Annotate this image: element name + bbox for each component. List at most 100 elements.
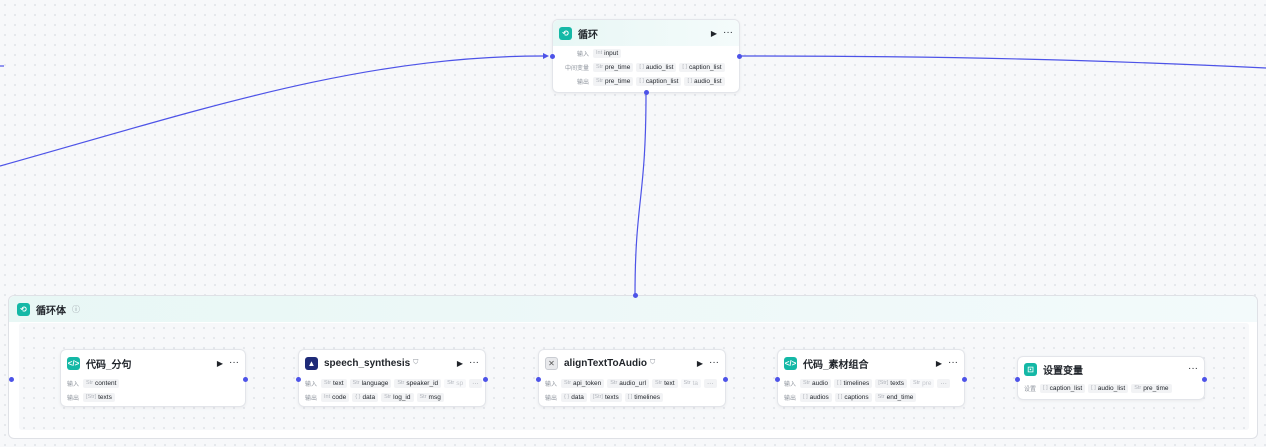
loop-body-header: ⟲ 循环体 ⓘ xyxy=(9,296,1257,322)
inputs-label: 输入 xyxy=(545,381,558,388)
node-title: alignTextToAudio xyxy=(564,357,647,369)
verified-badge-icon: ⛉ xyxy=(413,359,419,366)
output-tag: [ ]audios xyxy=(800,392,832,402)
input-tag: [Str]texts xyxy=(875,378,908,388)
inputs-label: 输入 xyxy=(784,381,797,388)
output-tag: [ ]captions xyxy=(834,392,872,402)
inputs-label: 输入 xyxy=(67,381,80,388)
run-button[interactable]: ▶ xyxy=(710,28,717,38)
edge-start-to-loop xyxy=(0,55,544,167)
output-tag: [Str]texts xyxy=(83,392,115,402)
node-title: 代码_素材组合 xyxy=(803,359,869,371)
loop-icon: ⟲ xyxy=(559,26,572,40)
more-options-icon[interactable]: ··· xyxy=(1188,363,1198,374)
loop-body-title: 循环体 xyxy=(36,305,66,317)
info-circle-icon[interactable]: ⓘ xyxy=(72,304,80,314)
inputs-label: 输入 xyxy=(576,51,589,58)
output-port[interactable] xyxy=(737,54,742,59)
set-tag: [ ]caption_list xyxy=(1040,383,1086,393)
verified-badge-icon: ⛉ xyxy=(649,359,656,366)
output-tag: { }data xyxy=(561,392,587,402)
edge-loop-to-body xyxy=(634,92,647,297)
output-port[interactable] xyxy=(723,377,728,382)
align-plugin-icon: ✕ xyxy=(545,356,558,370)
more-options-icon[interactable]: ··· xyxy=(948,357,958,368)
loop-icon: ⟲ xyxy=(17,302,30,316)
input-port[interactable] xyxy=(536,377,541,382)
input-port[interactable] xyxy=(1015,377,1020,382)
more-inputs-icon[interactable]: ··· xyxy=(704,378,717,388)
input-tag: [ ]timelines xyxy=(833,378,873,388)
input-port[interactable] xyxy=(296,377,301,382)
node-title: 设置变量 xyxy=(1043,365,1083,377)
var-tag: [ ]audio_list xyxy=(636,62,677,72)
loop-body-start-port[interactable] xyxy=(9,377,14,382)
more-options-icon[interactable]: ··· xyxy=(709,357,719,368)
loop-body-top-port[interactable] xyxy=(633,293,638,298)
outputs-label: 输出 xyxy=(545,395,558,402)
body-port[interactable] xyxy=(644,90,649,95)
node-title: speech_synthesis xyxy=(324,357,411,369)
more-options-icon[interactable]: ··· xyxy=(723,27,733,38)
more-inputs-icon[interactable]: ··· xyxy=(937,378,950,388)
run-button[interactable]: ▶ xyxy=(935,358,942,368)
output-tag: { }data xyxy=(352,392,379,402)
more-inputs-icon[interactable]: ··· xyxy=(469,378,482,388)
input-port[interactable] xyxy=(775,377,780,382)
output-port[interactable] xyxy=(1202,377,1207,382)
edge-loop-to-end xyxy=(740,55,1266,69)
output-tag: [ ]audio_list xyxy=(684,76,725,86)
node-title: 循环 xyxy=(578,29,598,41)
output-tag: [ ]timelines xyxy=(624,392,663,402)
run-button[interactable]: ▶ xyxy=(696,358,703,368)
run-button[interactable]: ▶ xyxy=(456,358,463,368)
input-port[interactable] xyxy=(550,54,555,59)
more-options-icon[interactable]: ··· xyxy=(469,357,479,368)
outputs-label: 输出 xyxy=(784,395,797,402)
code-icon: </> xyxy=(67,356,80,370)
set-variable-node[interactable]: ⊡ 设置变量 ··· 设置 [ ]caption_list [ ]audio_l… xyxy=(1015,356,1207,400)
output-port[interactable] xyxy=(243,377,248,382)
output-tag: [Str]texts xyxy=(589,392,622,402)
var-tag: [ ]caption_list xyxy=(679,62,725,72)
outputs-label: 输出 xyxy=(576,79,589,86)
run-button[interactable]: ▶ xyxy=(216,358,223,368)
more-options-icon[interactable]: ··· xyxy=(229,357,239,368)
outputs-label: 输出 xyxy=(67,395,80,402)
node-title: 代码_分句 xyxy=(86,359,132,371)
output-tag: [ ]caption_list xyxy=(636,76,682,86)
set-tag: [ ]audio_list xyxy=(1088,383,1129,393)
output-port[interactable] xyxy=(483,377,488,382)
outputs-row: 输出 { }data [Str]texts [ ]timelines xyxy=(539,390,725,404)
output-port[interactable] xyxy=(962,377,967,382)
edge-arrow xyxy=(543,53,549,59)
set-label: 设置 xyxy=(1024,386,1037,393)
code-icon: </> xyxy=(784,356,797,370)
